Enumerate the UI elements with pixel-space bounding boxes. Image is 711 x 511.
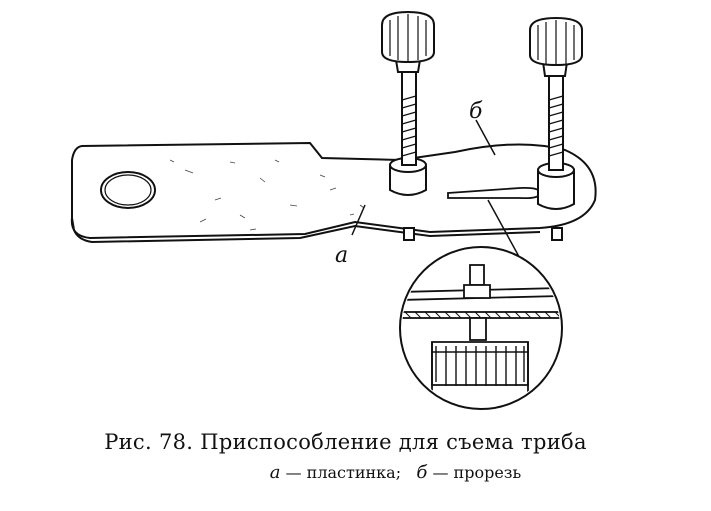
figure-caption: Рис. 78. Приспособление для съема триба … — [0, 430, 711, 483]
tool-illustration: а б — [70, 10, 597, 410]
legend-a-text: — пластинка; — [285, 463, 402, 482]
label-b: б — [469, 99, 483, 124]
inset-detail — [399, 246, 563, 410]
caption-title: Рис. 78. Приспособление для съема триба — [104, 430, 587, 454]
legend-b-text: — прорезь — [432, 463, 522, 482]
right-screw — [529, 16, 583, 241]
caption-legend: а — пластинка; б — прорезь — [80, 462, 711, 483]
legend-b-letter: б — [416, 462, 428, 483]
label-a: а — [335, 243, 348, 268]
legend-a-letter: а — [269, 462, 281, 483]
plate — [70, 141, 597, 244]
left-screw — [381, 10, 435, 241]
